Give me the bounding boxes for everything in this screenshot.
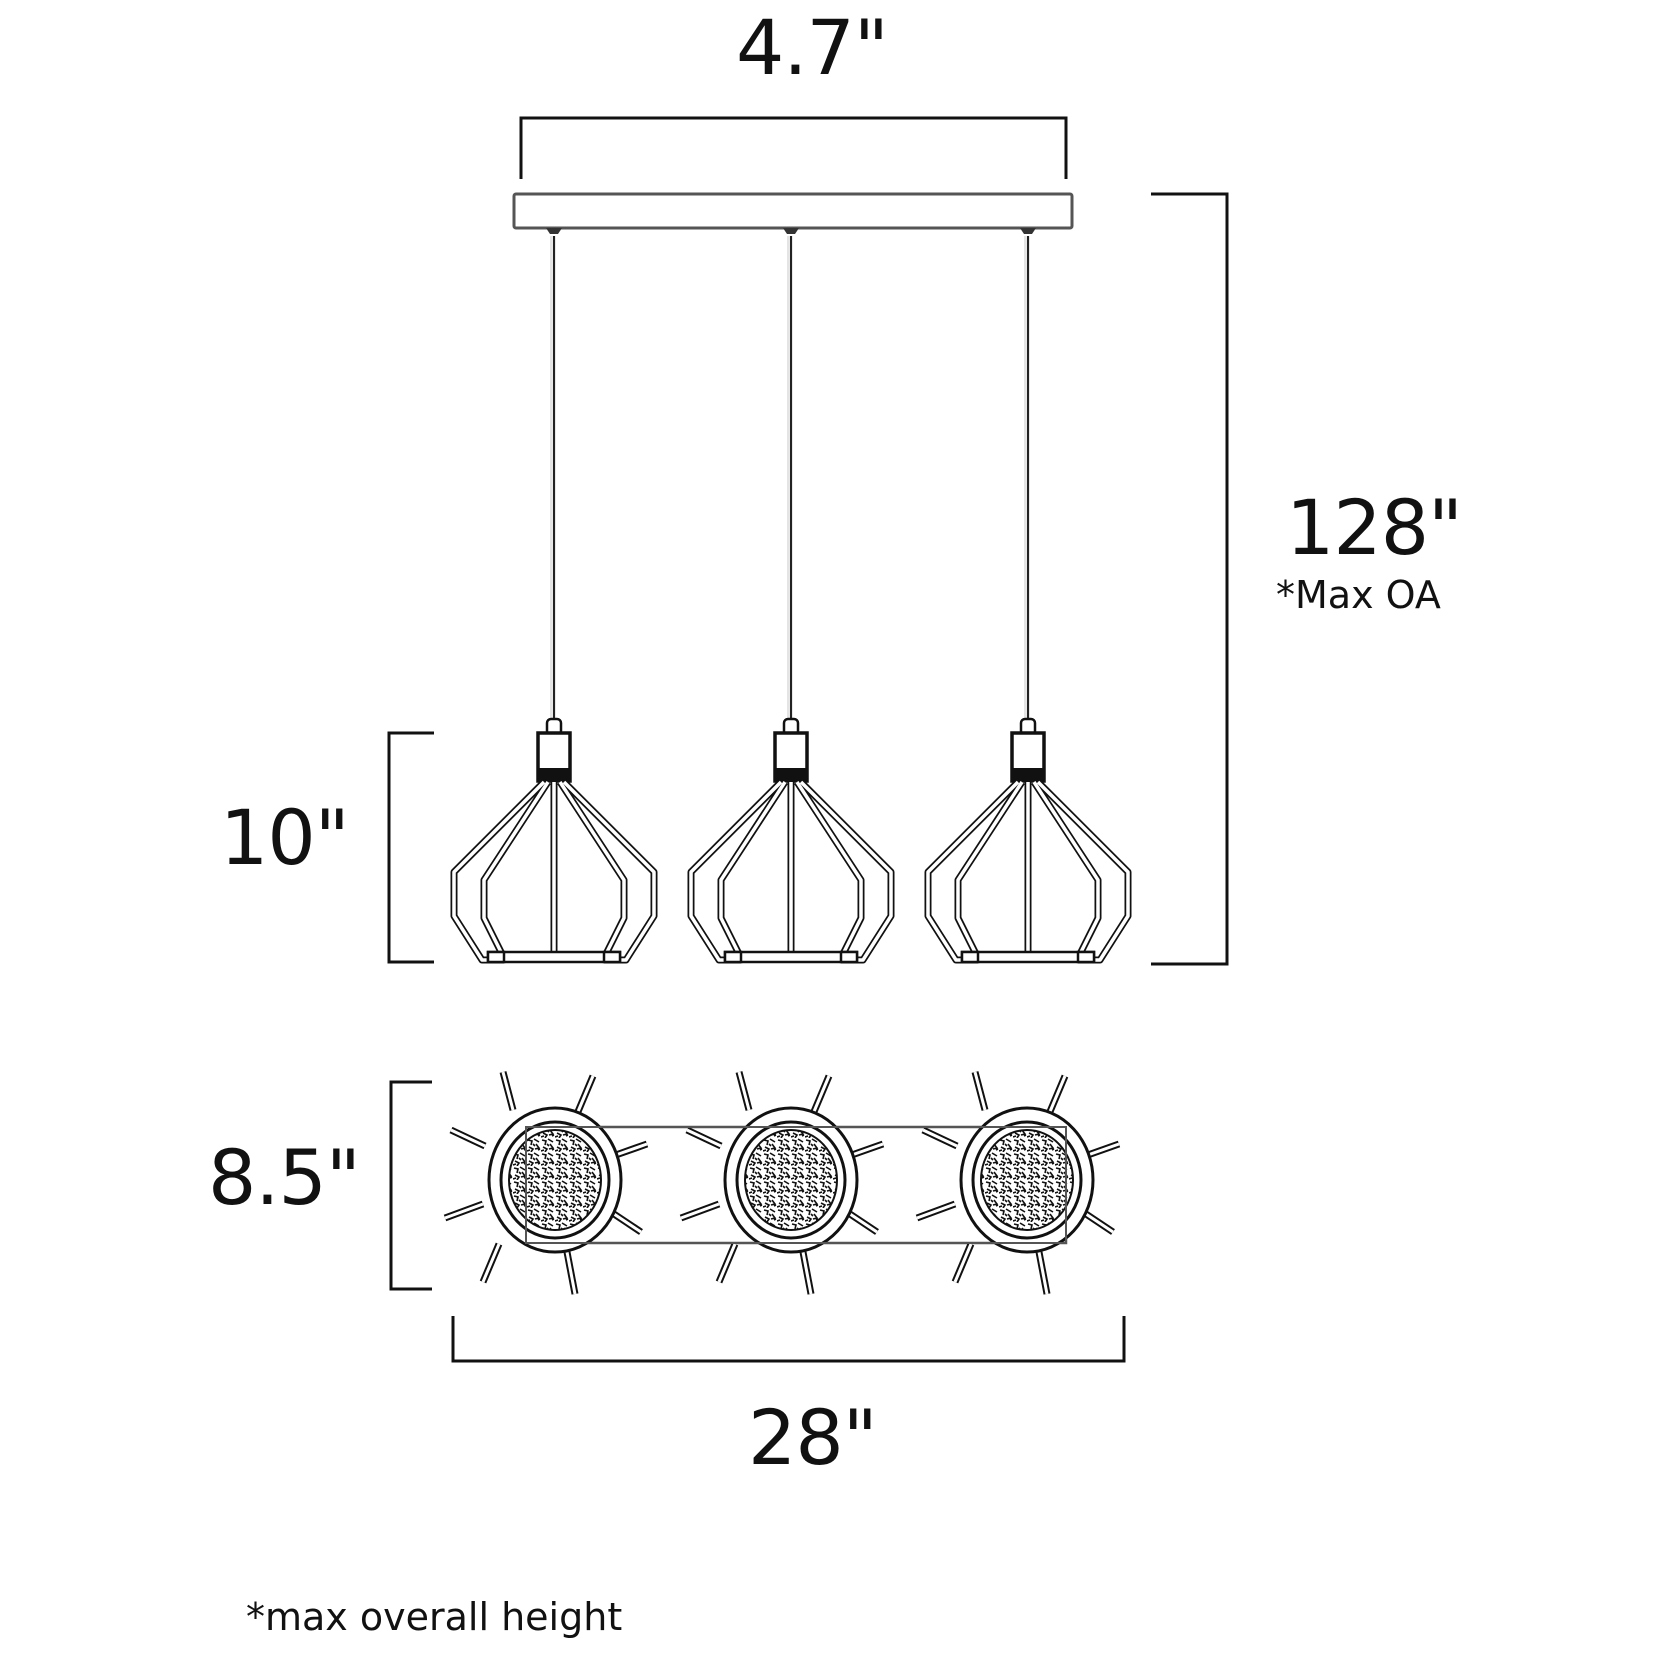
depth-label: 8.5" [208, 1133, 361, 1222]
length-bracket [451, 1316, 1126, 1363]
shade-height-label: 10" [220, 793, 350, 882]
canopy [512, 192, 1074, 230]
overall-height-bracket [1151, 192, 1229, 966]
overall-height-note: *Max OA [1276, 573, 1441, 617]
pendant-1 [454, 228, 654, 962]
canopy-width-bracket [519, 116, 1068, 179]
canopy-width-label: 4.7" [736, 3, 889, 92]
shade-height-bracket [387, 731, 434, 964]
overall-height-label: 128" [1286, 483, 1463, 572]
pendant-2 [691, 228, 891, 962]
top-shade-3 [917, 1072, 1119, 1294]
top-shade-1 [445, 1072, 647, 1294]
top-shade-2 [681, 1072, 883, 1294]
depth-bracket [389, 1080, 432, 1291]
length-label: 28" [748, 1393, 878, 1482]
pendant-3 [928, 228, 1128, 962]
footnote: *max overall height [246, 1595, 623, 1639]
